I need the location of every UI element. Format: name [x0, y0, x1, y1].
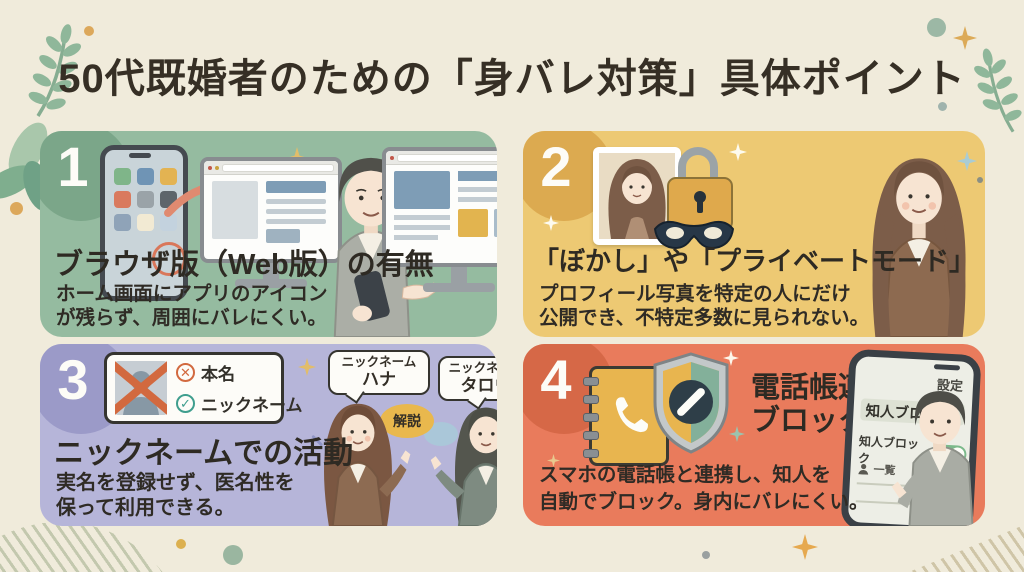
hatch-pattern-bottom-left [0, 522, 190, 572]
card-browser-version: 1 [40, 131, 497, 337]
smartphone-appgrid-icon [100, 145, 188, 301]
sparkle-bottom-right [792, 534, 818, 560]
couple-talking-illustration [309, 403, 497, 526]
real-name-vs-nickname-box: ✕ 本名 ✓ ニックネーム [104, 352, 303, 424]
hatch-pattern-bottom-right [908, 525, 1024, 572]
card2-title: 「ぼかし」や「プライベートモード」 [533, 246, 976, 276]
app-grid [114, 168, 177, 231]
bubble1-name: ハナ [362, 370, 396, 389]
card1-body-line2: が残らず、周囲にバレにくい。 [56, 307, 327, 329]
dot-top-left-orange [84, 26, 94, 36]
dot-left-orange [10, 202, 23, 215]
dot-top-right-small [938, 102, 947, 111]
bubble2-label: ニックネーム [448, 361, 497, 375]
dot-bottom-green [223, 545, 243, 565]
laurel-branch-top-left [28, 24, 82, 117]
kaisetsu-bubble: 解説 [380, 404, 434, 438]
phone-speaker [933, 364, 961, 371]
desktop-monitor-icon [382, 147, 497, 292]
check-circle-icon: ✓ [176, 394, 195, 413]
woman-illustration [872, 158, 966, 337]
highlight-ring-icon [152, 242, 186, 276]
laurel-branch-top-right [974, 48, 1022, 133]
dot-top-right-green [927, 18, 946, 37]
card3-number: 3 [57, 347, 89, 411]
person-icon [858, 463, 869, 475]
settings-phone-mockup: 設定 知人ブロック 知人ブロック 一覧 [840, 348, 982, 526]
nickname-label: ニックネーム [201, 396, 303, 415]
crossed-photo-icon [107, 359, 175, 417]
page-title: 50代既婚者のための「身バレ対策」具体ポイント [58, 57, 966, 101]
browser-monitor-icon [200, 157, 342, 288]
card-nickname-activity: 3 ✕ 本名 ✓ ニックネーム [40, 344, 497, 526]
card3-title: ニックネームでの活動 [54, 437, 354, 470]
card4-number: 4 [540, 347, 572, 411]
card4-body-line1: スマホの電話帳と連携し、知人を [539, 464, 831, 486]
card4-body-line2: 自動でブロック。身内にバレにくい。 [539, 491, 869, 513]
bubble2-name: タロウ [460, 376, 498, 395]
card1-number: 1 [57, 134, 89, 198]
shield-block-icon [653, 352, 729, 454]
card3-body-line1: 実名を登録せず、医名性を [56, 472, 295, 494]
card-contacts-block: 4 電話帳連携 ブロック機能 設定 知人ブロック 知人ブロック [523, 344, 985, 526]
card2-number: 2 [540, 134, 572, 198]
real-name-label: 本名 [201, 365, 235, 384]
profile-photo-frame-icon [593, 147, 681, 245]
bubble1-label: ニックネーム [341, 355, 417, 369]
sparkle-icon [729, 143, 747, 161]
phone-notch [129, 153, 151, 158]
contact-list-row: 一覧 [857, 460, 896, 478]
card1-body-line1: ホーム画面にアプリのアイコン [56, 283, 328, 305]
kaisetsu-label: 解説 [393, 413, 421, 429]
card-blur-private-mode: 2 [523, 131, 985, 337]
card3-body-line2: 保って利用できる。 [56, 497, 235, 519]
mask-icon [653, 220, 735, 249]
card2-body-line1: プロフィール写真を特定の人にだけ [539, 283, 851, 305]
dot-bottom-gray [702, 551, 710, 559]
card2-body-line2: 公開でき、不特定多数に見られない。 [539, 307, 870, 329]
dot-bottom-yellow [176, 539, 186, 549]
cross-circle-icon: ✕ [176, 363, 195, 382]
speech-bubble-hana: ニックネーム ハナ [328, 350, 430, 405]
card1-title: ブラウザ版（Web版）の有無 [54, 249, 434, 281]
dot-icon [977, 177, 983, 183]
speech-bubble-tarou: ニックネーム タロウ [438, 356, 498, 411]
man-pointing-illustration [891, 390, 974, 526]
